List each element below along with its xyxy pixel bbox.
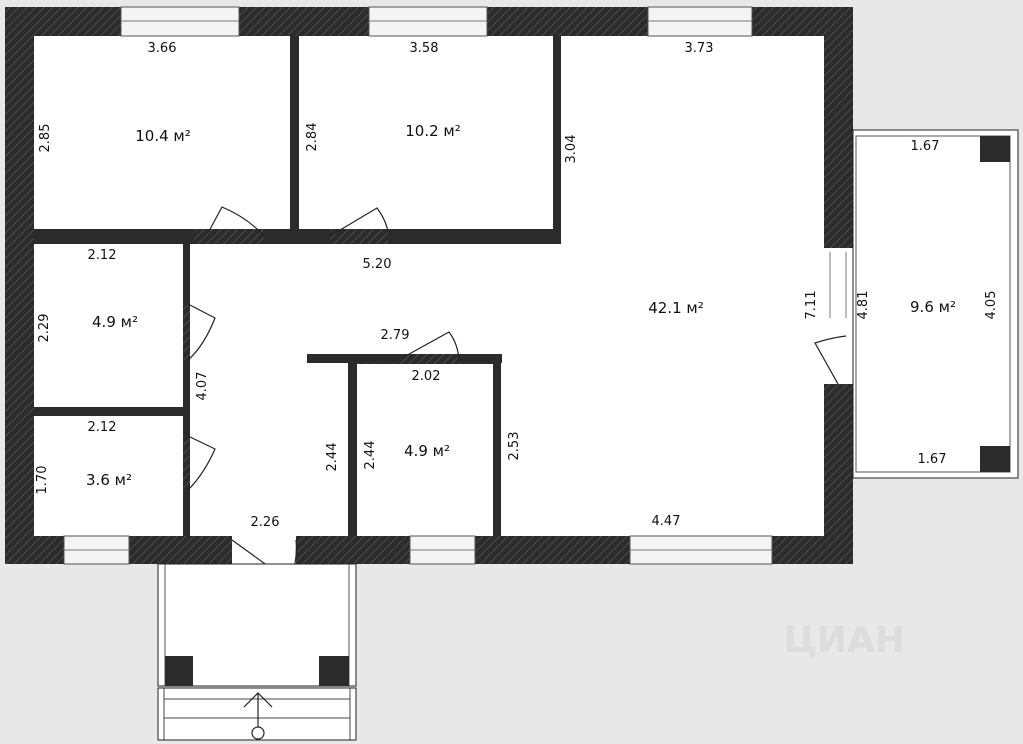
door-small-a (187, 303, 216, 361)
dim-bath-height: 2.44 (363, 441, 378, 470)
door-small-b (187, 435, 216, 491)
porch-post-left (165, 656, 193, 686)
wall-bedroom-mid-right (553, 36, 561, 244)
dim-hall-width: 2.26 (251, 515, 280, 530)
dim-bath-top-wall: 2.79 (381, 328, 410, 343)
dim-hall-height-lower: 2.44 (325, 443, 340, 472)
entry-circle (251, 726, 265, 740)
dim-bedroom-mid-height: 2.84 (305, 123, 320, 152)
dim-terrace-height: 4.81 (856, 291, 871, 320)
dim-bath-height-right: 2.53 (507, 432, 522, 461)
dim-living-height: 7.11 (804, 291, 819, 320)
dim-small-a-height: 2.29 (37, 314, 52, 343)
area-terrace: 9.6 м² (910, 298, 956, 316)
floor-small-b (34, 416, 183, 536)
porch-post-right (319, 656, 349, 686)
wall-bath-top-left (307, 354, 401, 363)
floor-small-a (34, 244, 183, 407)
dim-small-b-height: 1.70 (35, 466, 50, 495)
dim-living-width-bottom: 4.47 (652, 514, 681, 529)
terrace-post-bottom (980, 446, 1010, 472)
wall-beds-bottom-right (388, 229, 561, 244)
floor-living-lower (501, 244, 824, 536)
wall-bath-left (348, 363, 357, 536)
terrace-frame (852, 129, 1019, 479)
area-living: 42.1 м² (648, 299, 704, 317)
dim-bath-width: 2.02 (412, 369, 441, 384)
dim-living-width-top: 3.73 (685, 41, 714, 56)
dim-small-b-width: 2.12 (88, 420, 117, 435)
entry-arrow-head (243, 692, 273, 708)
dim-living-partition: 5.20 (363, 257, 392, 272)
wall-small-rooms-right-bottom (183, 490, 190, 536)
dim-bedroom-left-height: 2.85 (38, 124, 53, 153)
dim-bedroom-mid-width: 3.58 (410, 41, 439, 56)
window-glass-lines (64, 20, 847, 551)
interior-walls (34, 36, 561, 536)
terrace (852, 129, 1019, 479)
dim-living-depth: 3.04 (564, 135, 579, 164)
wall-bath-top-right (458, 354, 502, 363)
dim-terrace-width-bottom: 1.67 (918, 452, 947, 467)
door-bedroom-left (207, 206, 265, 237)
dimension-labels-horizontal: 3.66 3.58 3.73 2.12 5.20 2.79 2.02 2.12 … (88, 41, 947, 530)
floor-bedroom-left (34, 36, 290, 229)
terrace-post-top (980, 136, 1010, 162)
dimension-labels-vertical: 2.85 2.84 3.04 7.11 4.81 4.05 2.29 4.07 … (35, 123, 999, 495)
wall-small-rooms-divider (34, 407, 183, 416)
dim-terrace-height-outer: 4.05 (984, 291, 999, 320)
room-floors (34, 36, 824, 536)
entrance-opening (232, 536, 296, 564)
floor-bedroom-mid (299, 36, 553, 229)
porch (157, 563, 357, 741)
area-labels: 10.4 м² 10.2 м² 42.1 м² 4.9 м² 3.6 м² 4.… (86, 122, 956, 489)
wall-bath-right (493, 363, 501, 536)
living-terrace-opening (824, 248, 853, 384)
area-bedroom-mid: 10.2 м² (405, 122, 461, 140)
area-small-b: 3.6 м² (86, 471, 132, 489)
wall-beds-divider (290, 36, 299, 236)
floor-hall-lower (190, 354, 348, 536)
watermark: ЦИАН (783, 620, 905, 661)
area-small-a: 4.9 м² (92, 313, 138, 331)
floor-hall (190, 244, 501, 354)
dim-small-a-width: 2.12 (88, 248, 117, 263)
dim-bedroom-left-width: 3.66 (148, 41, 177, 56)
dim-hall-height: 4.07 (195, 372, 210, 401)
wall-small-rooms-right-top (183, 244, 190, 304)
wall-small-rooms-right-mid (183, 360, 190, 436)
floor-bath (357, 364, 493, 536)
terrace-frame-inner (855, 135, 1011, 473)
area-bedroom-left: 10.4 м² (135, 127, 191, 145)
door-terrace (814, 335, 847, 385)
area-bath: 4.9 м² (404, 442, 450, 460)
door-bath (401, 331, 460, 361)
wall-beds-bottom-mid (264, 229, 330, 244)
door-bedroom-mid (329, 207, 389, 237)
wall-beds-bottom-left (34, 229, 194, 244)
dim-terrace-width-top: 1.67 (911, 139, 940, 154)
